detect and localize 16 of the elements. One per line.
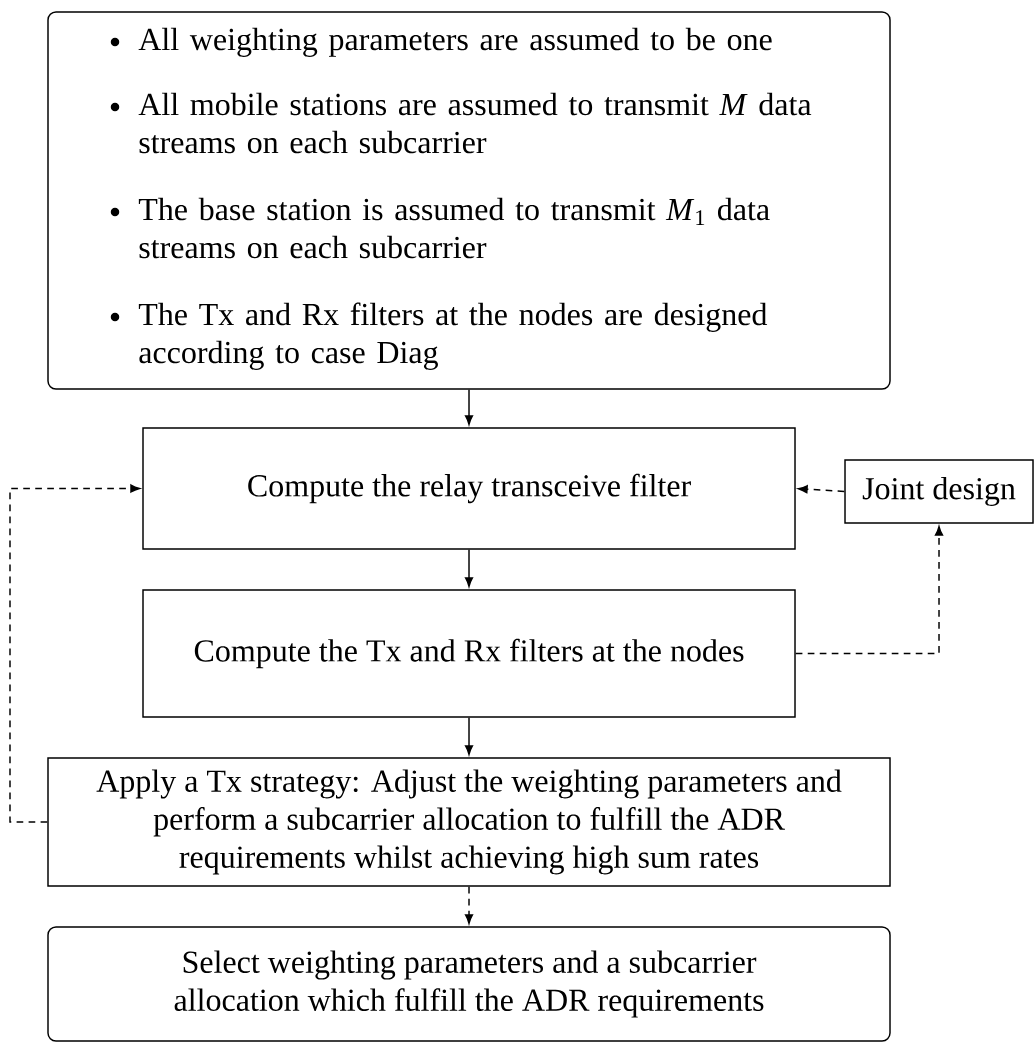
arrow xyxy=(9,484,141,823)
result-box: Select weighting parameters and a subcarrier allocation which fulfill the ADR requirements xyxy=(47,926,891,1042)
arrow xyxy=(795,525,944,655)
process-box: Compute the Tx and Rx filters at the nodes xyxy=(142,589,796,718)
list-item: All weighting parameters are assumed to be one xyxy=(138,27,772,57)
process-box: Compute the relay transceive filter xyxy=(142,427,796,550)
process-box: Joint design xyxy=(844,459,1034,524)
list-item: All mobile stations are assumed to transmit M data streams on each subcarrier xyxy=(138,92,812,154)
arrow xyxy=(464,717,474,756)
list-item: The Tx and Rx filters at the nodes are designed according to case Diag xyxy=(138,302,768,370)
process-box: Apply a Tx strategy: Adjust the weighting parameters and perform a subcarrier allocation to fulfill the ADR requirements whilst achieving high sum rates xyxy=(47,757,891,887)
arrow xyxy=(797,485,845,494)
arrow xyxy=(464,886,474,925)
arrow xyxy=(464,389,474,426)
list-item: The base station is assumed to transmit M$_{1}$ data streams on each subcarrier xyxy=(138,197,770,259)
arrow xyxy=(464,549,474,588)
